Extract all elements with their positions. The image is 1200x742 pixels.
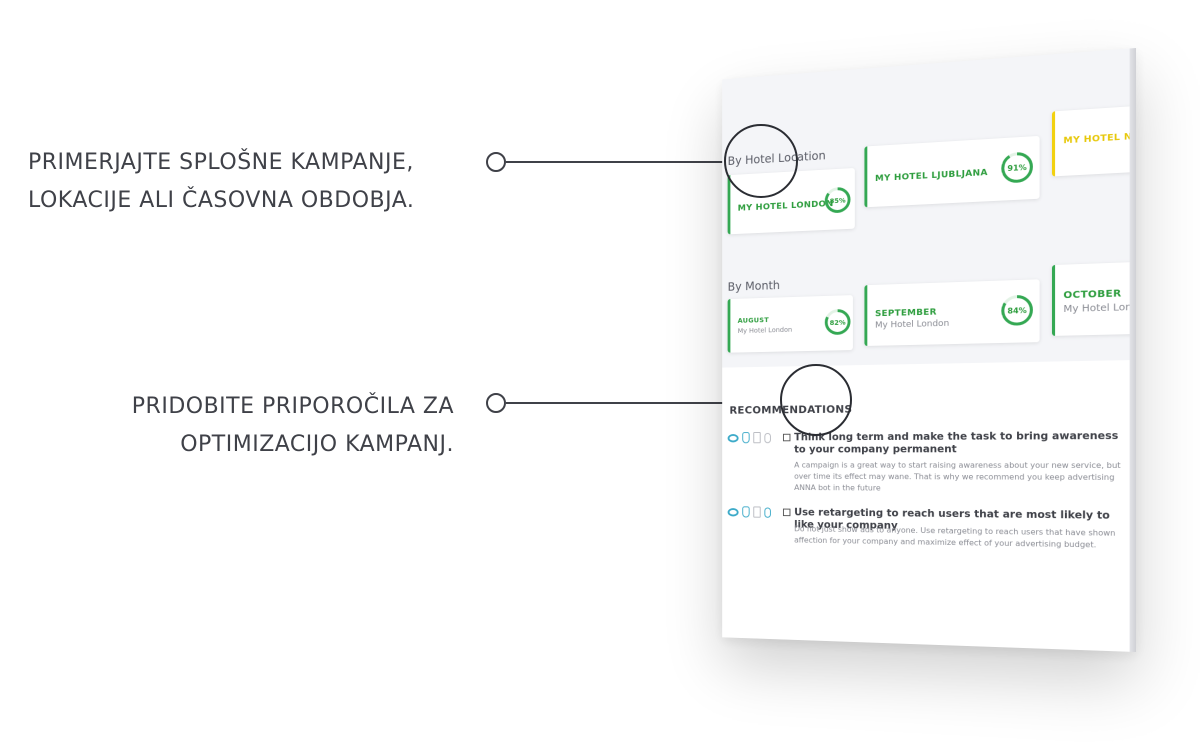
section-label-month: By Month [727,278,780,294]
magnifier-circle [724,124,798,198]
document-icon[interactable] [753,432,761,444]
month-card-september[interactable]: SEPTEMBER My Hotel London 84% [864,279,1040,346]
callout-line-2: OPTIMIZACIJO KAMPANJ. [180,432,454,457]
gauge-label: 82% [830,319,846,327]
card-name: MY HOTEL N [1063,132,1133,147]
card-name: SEPTEMBER [875,307,937,320]
progress-gauge: 85% [823,185,852,215]
recommendation-item: Use retargeting to reach users that are … [727,506,1121,589]
location-card-partial[interactable]: MY HOTEL N [1051,105,1136,177]
callout-dot [486,152,506,172]
recommendation-checkbox[interactable] [782,433,791,442]
eye-icon[interactable] [727,507,739,517]
recommendation-item: Think long term and make the task to bri… [727,430,1121,510]
card-name: AUGUST [737,316,769,325]
recommendation-body: A campaign is a great way to start raisi… [794,460,1121,493]
callout-line-1: PRIDOBITE PRIPOROČILA ZA [131,394,454,419]
magnifier-circle [780,364,852,436]
callout-dot [486,393,506,413]
channel-icons [727,432,771,444]
progress-gauge: 91% [1000,150,1035,185]
card-name: MY HOTEL LJUBLJANA [875,168,988,184]
card-subtitle: My Hotel London [875,319,950,331]
callout-connector [506,161,734,163]
hand-icon[interactable] [742,432,750,444]
eye-icon[interactable] [727,433,739,442]
callout-connector [506,402,790,404]
month-card-october[interactable]: OCTOBER My Hotel Lon [1051,261,1136,336]
channel-icons [727,506,771,518]
recommendation-body: Do not just show ads to anyone. Use reta… [794,524,1116,550]
microphone-icon[interactable] [764,432,771,443]
microphone-icon[interactable] [764,507,771,518]
progress-gauge: 82% [823,307,852,336]
card-subtitle: My Hotel London [737,326,793,335]
gauge-label: 85% [830,197,846,206]
location-card-london[interactable]: MY HOTEL LONDON 85% [727,167,855,235]
gauge-label: 91% [1007,163,1027,173]
card-name: MY HOTEL LONDON [737,199,834,214]
callout-text-recommendations: PRIDOBITE PRIPOROČILA ZA OPTIMIZACIJO KA… [132,388,454,464]
month-card-august[interactable]: AUGUST My Hotel London 82% [727,295,853,353]
gauge-label: 84% [1007,306,1027,316]
progress-gauge: 84% [1000,293,1035,327]
dashboard-screen: By Hotel Location MY HOTEL LONDON 85% MY… [722,48,1136,652]
location-card-ljubljana[interactable]: MY HOTEL LJUBLJANA 91% [864,135,1040,208]
callout-line-1: PRIMERJAJTE SPLOŠNE KAMPANJE, [28,150,414,175]
hand-icon[interactable] [742,506,750,518]
card-subtitle: My Hotel Lon [1063,302,1133,315]
document-icon[interactable] [753,506,761,518]
screen-edge [1129,48,1136,652]
card-name: OCTOBER [1063,288,1122,302]
callout-line-2: LOKACIJE ALI ČASOVNA OBDOBJA. [28,188,415,213]
recommendation-checkbox[interactable] [782,508,791,517]
callout-text-compare: PRIMERJAJTE SPLOŠNE KAMPANJE, LOKACIJE A… [28,144,414,220]
recommendation-title: Think long term and make the task to bri… [794,430,1119,456]
